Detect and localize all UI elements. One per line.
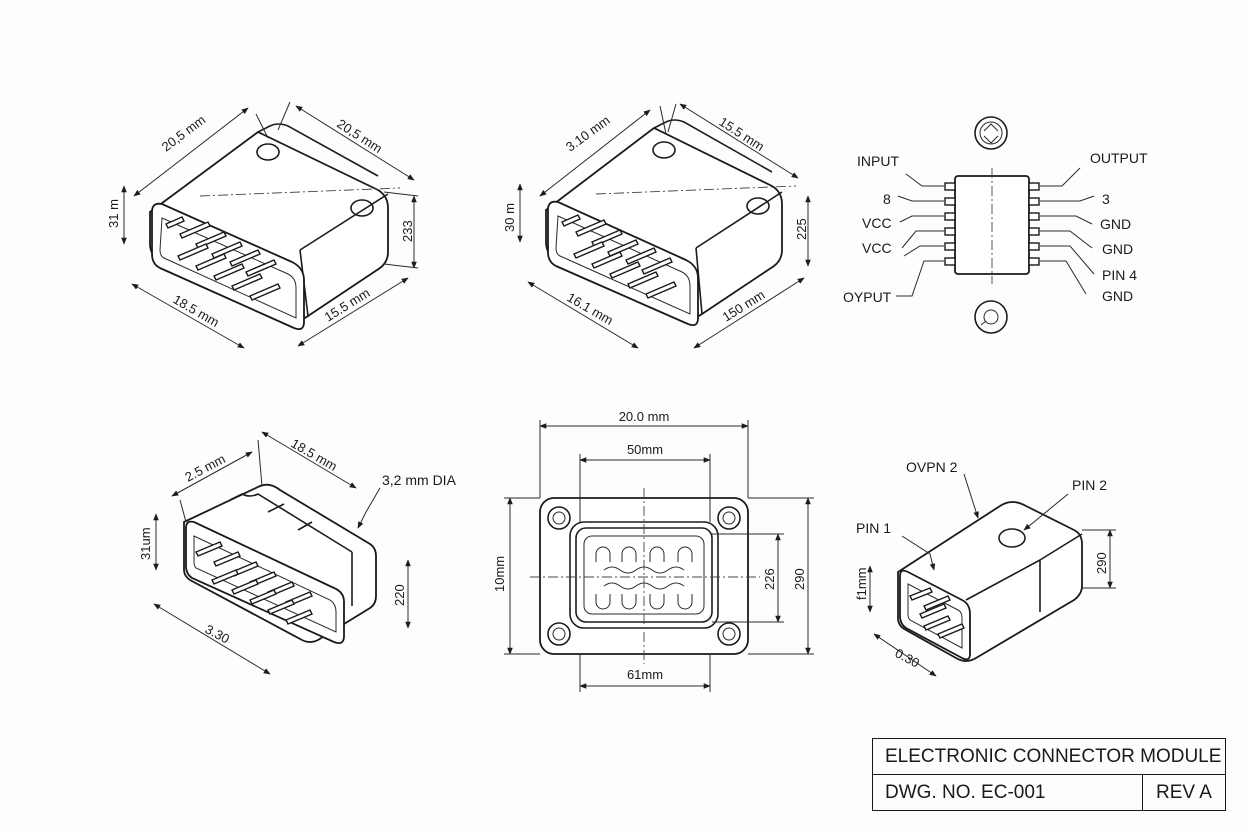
view-6-label-pin-right: PIN 2 bbox=[1072, 477, 1107, 493]
revision-label: REV A bbox=[1156, 782, 1212, 803]
chip-pin-stubs bbox=[944, 182, 1040, 266]
view-6-label-pin-left: PIN 1 bbox=[856, 520, 891, 536]
view-3-dim-right: 220 bbox=[392, 584, 407, 606]
pinout-label-right-1: OUTPUT bbox=[1090, 150, 1148, 166]
view-2-dim-right: 225 bbox=[794, 218, 809, 240]
view-1-dim-top-right: 20,5 mm bbox=[334, 116, 385, 156]
front-view-dim-overall-width: 20.0 mm bbox=[619, 409, 670, 424]
front-view-dim-inner-height: 226 bbox=[762, 568, 777, 590]
pinout-label-left-5: OYPUT bbox=[843, 289, 892, 305]
pinout-label-right-5: PIN 4 bbox=[1102, 267, 1137, 283]
pinout-label-left-2: 8 bbox=[883, 191, 891, 207]
view-2-isometric-connector: 3.10 mm 15.5 mm 30 m 225 16.1 mm 150 mm bbox=[502, 103, 811, 349]
view-3-dim-top-left: 2.5 mm bbox=[182, 451, 227, 485]
rotation-symbol-icon bbox=[974, 300, 1008, 334]
drawing-title: ELECTRONIC CONNECTOR MODULE bbox=[873, 739, 1225, 775]
view-2-pins bbox=[561, 214, 677, 299]
pinout-label-right-2: 3 bbox=[1102, 191, 1110, 207]
view-6-callout-top: OVPN 2 bbox=[906, 459, 958, 475]
view-6-isometric-connector: OVPN 2 PIN 2 PIN 1 f1mm 290 0.30 bbox=[854, 459, 1116, 677]
pinout-label-right-6: GND bbox=[1102, 288, 1133, 304]
view-1-isometric-connector: 20,5 mm 20,5 mm 31 m 233 18.5 mm 15.5 mm bbox=[106, 101, 419, 349]
pinout-label-left-4: VCC bbox=[862, 240, 892, 256]
view-6-dim-left: f1mm bbox=[854, 568, 869, 601]
front-view-dim-inner-width: 50mm bbox=[627, 442, 663, 457]
front-view-dim-left: 10mm bbox=[492, 556, 507, 592]
front-view-mounting-holes bbox=[547, 506, 741, 646]
title-block: ELECTRONIC CONNECTOR MODULE DWG. NO. EC-… bbox=[872, 738, 1226, 811]
pinout-label-right-4: GND bbox=[1102, 241, 1133, 257]
view-3-dim-top-right: 18.5 mm bbox=[289, 436, 340, 474]
view-3-callout-diameter: 3,2 mm DIA bbox=[382, 472, 457, 488]
front-view-pin-sockets bbox=[595, 546, 693, 610]
view-2-dim-top-right: 15.5 mm bbox=[716, 114, 767, 154]
pinout-label-right-3: GND bbox=[1100, 216, 1131, 232]
view-6-dim-bottom: 0.30 bbox=[893, 645, 922, 670]
view-3-isometric-connector: 2.5 mm 18.5 mm 31um 220 3.30 3,2 mm DIA bbox=[138, 431, 457, 675]
view-2-dim-top-left: 3.10 mm bbox=[563, 113, 613, 155]
front-view-connector: 20.0 mm 50mm 10mm 226 290 61mm bbox=[492, 409, 814, 692]
view-6-pins bbox=[909, 587, 965, 639]
pinout-schematic: INPUT 8 VCC VCC OYPUT OUTPUT 3 GND GND P… bbox=[843, 116, 1148, 334]
view-1-dim-right: 233 bbox=[400, 220, 415, 242]
view-6-dim-right: 290 bbox=[1094, 552, 1109, 574]
view-1-dim-top-left: 20,5 mm bbox=[159, 112, 208, 154]
pinout-label-left-1: INPUT bbox=[857, 153, 899, 169]
front-view-dim-bottom: 61mm bbox=[627, 667, 663, 682]
view-2-dim-left: 30 m bbox=[502, 203, 517, 232]
pinout-label-left-3: VCC bbox=[862, 215, 892, 231]
view-3-pins bbox=[195, 541, 313, 625]
front-view-dim-overall-height: 290 bbox=[792, 568, 807, 590]
view-3-dim-left: 31um bbox=[138, 527, 153, 560]
drawing-number: DWG. NO. EC-001 bbox=[873, 775, 1143, 810]
view-1-dim-left: 31 m bbox=[106, 199, 121, 228]
up-down-arrows-icon bbox=[974, 116, 1008, 150]
